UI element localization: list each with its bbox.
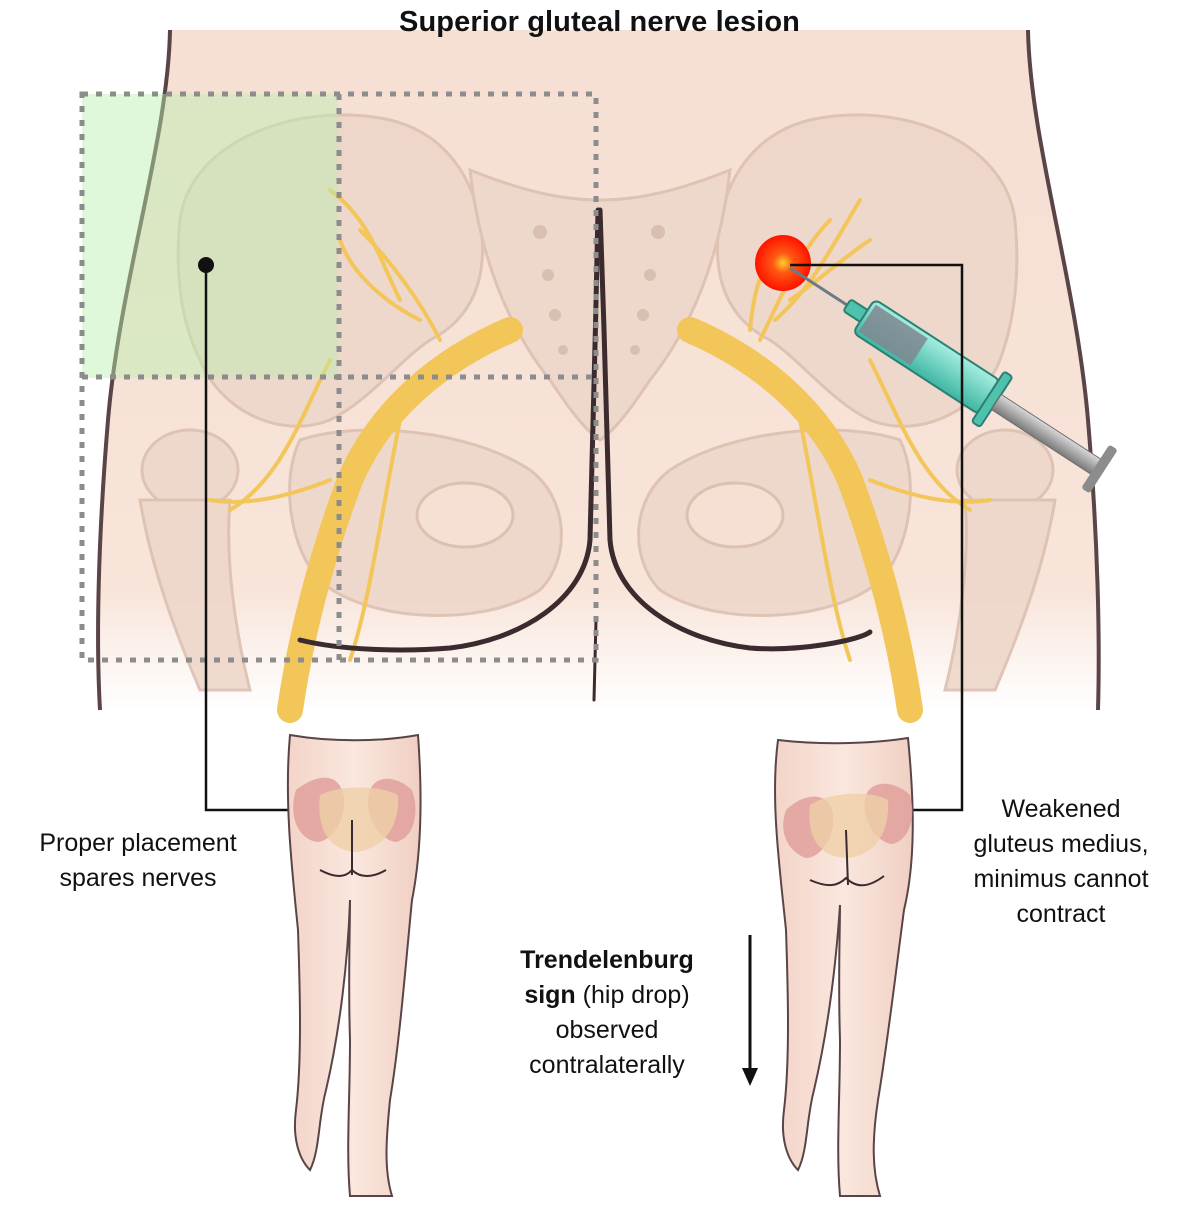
proper-label-line-1: Proper placement bbox=[39, 829, 237, 857]
lesion-site bbox=[755, 235, 811, 291]
trend-label-bold-2: sign bbox=[524, 981, 576, 1009]
diagram-title: Superior gluteal nerve lesion bbox=[399, 6, 800, 38]
trend-label-line-4: contralaterally bbox=[529, 1051, 685, 1079]
left-body-outline bbox=[96, 29, 172, 711]
hip-drop-arrow bbox=[742, 935, 758, 1086]
connector-lines bbox=[198, 257, 964, 812]
figure-normal-gait bbox=[286, 733, 422, 1197]
right-connector bbox=[790, 263, 964, 812]
right-body-outline bbox=[1026, 29, 1101, 711]
safe-injection-zone bbox=[82, 94, 338, 378]
weakened-muscles-label: Weakened gluteus medius, minimus cannot … bbox=[930, 792, 1192, 932]
weak-label-line-4: contract bbox=[1016, 900, 1106, 928]
trend-label-rest-2: (hip drop) bbox=[575, 981, 690, 1009]
trend-label-line-3: observed bbox=[555, 1016, 659, 1044]
quadrant-grid bbox=[79, 91, 599, 663]
weak-label-line-2: gluteus medius, bbox=[973, 830, 1149, 858]
left-connector bbox=[204, 265, 292, 812]
figure-hip-drop bbox=[774, 736, 914, 1197]
trend-label-bold-1: Trendelenburg bbox=[520, 946, 694, 974]
weak-label-line-3: minimus cannot bbox=[973, 865, 1149, 893]
proper-label-line-2: spares nerves bbox=[59, 864, 217, 892]
sacral-foramina bbox=[533, 225, 665, 355]
weak-label-line-1: Weakened bbox=[1001, 795, 1121, 823]
proper-placement-label: Proper placement spares nerves bbox=[0, 826, 276, 896]
pelvis-holes bbox=[415, 481, 785, 549]
trendelenburg-label: Trendelenburg sign (hip drop) observed c… bbox=[462, 943, 752, 1083]
